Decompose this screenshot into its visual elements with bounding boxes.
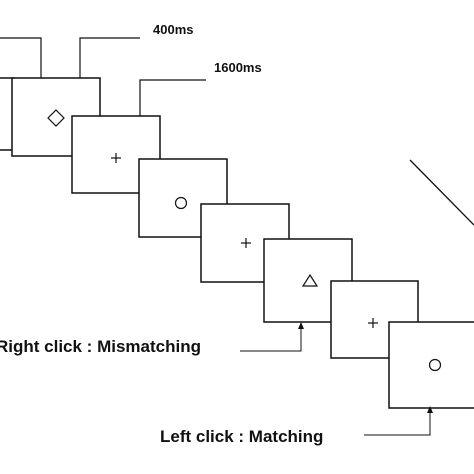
right-click-arrow-head <box>298 322 304 329</box>
callout-line-0 <box>0 37 42 78</box>
timing-label-long: 1600ms <box>214 60 262 75</box>
timing-callout-line-long <box>139 79 206 116</box>
left-click-pointer-line <box>364 412 431 436</box>
timing-callout-line-short <box>79 37 140 78</box>
circle-stimulus <box>428 358 442 372</box>
triangle-stimulus <box>301 273 319 287</box>
frame-7 <box>388 321 474 409</box>
frame-7-box <box>388 321 474 409</box>
timing-label-short: 400ms <box>153 22 193 37</box>
diamond-stimulus <box>47 109 65 127</box>
time-axis-line <box>409 159 474 226</box>
right-click-label: Right click : Mismatching <box>0 337 201 356</box>
left-click-label: Left click : Matching <box>160 427 323 446</box>
left-click-arrow-head <box>427 406 433 413</box>
right-click-pointer-line <box>240 328 302 352</box>
circle-stimulus <box>174 196 188 210</box>
